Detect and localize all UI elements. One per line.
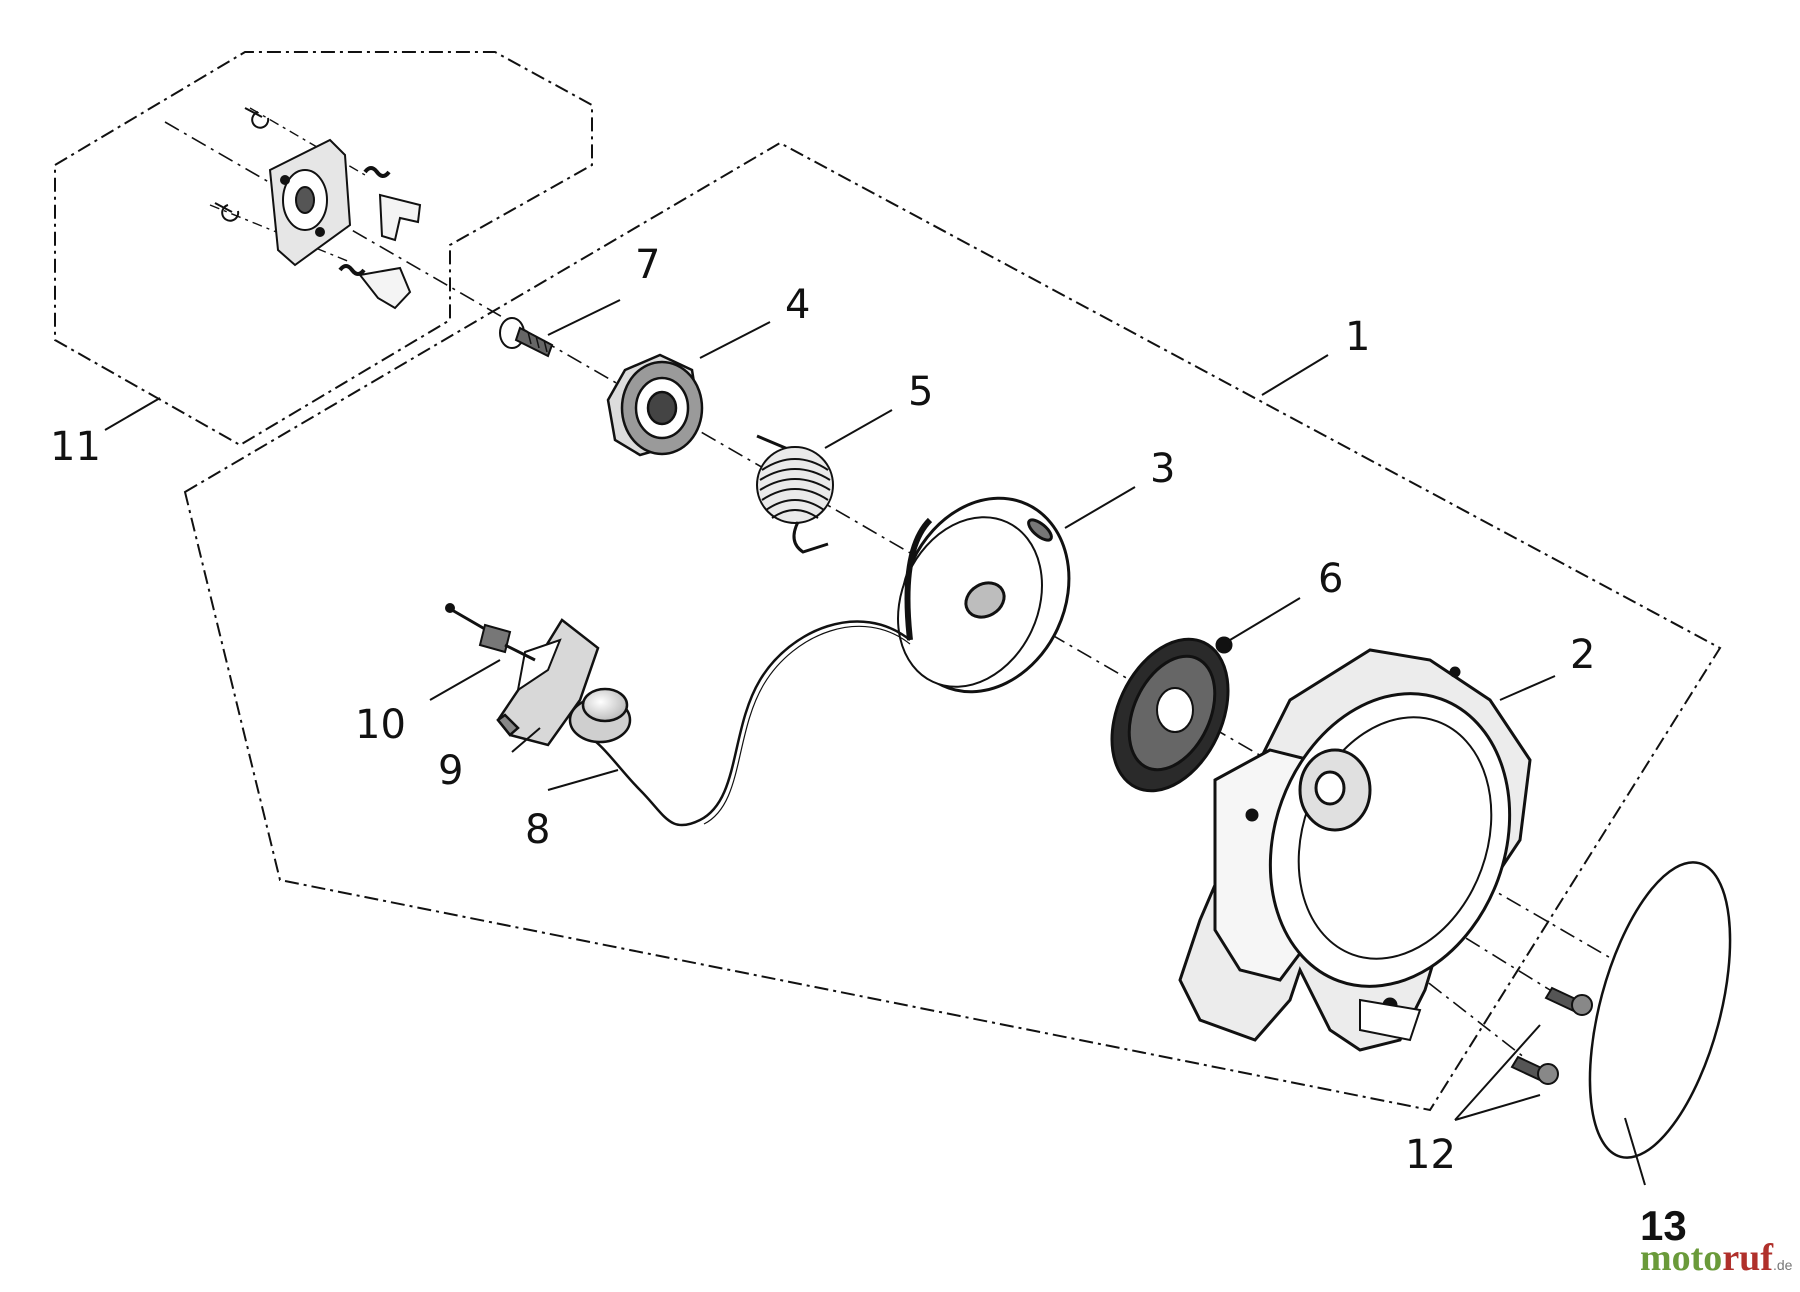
callout-8: 8 <box>525 807 550 853</box>
callout-11: 11 <box>50 424 101 470</box>
callout-6: 6 <box>1318 556 1343 602</box>
part-4-ratchet-hub <box>606 353 704 457</box>
callout-1: 1 <box>1345 314 1370 360</box>
part-3-pulley <box>897 496 1071 694</box>
motoruf-watermark-logo: motoruf.de <box>1640 1236 1792 1280</box>
callout-2: 2 <box>1570 632 1595 678</box>
kit-11-boundary <box>54 51 593 447</box>
callout-13: 13 <box>1640 1202 1687 1249</box>
screw-axis-upper <box>1254 807 1551 991</box>
part-10-pin <box>445 603 536 662</box>
callout-4: 4 <box>785 282 810 328</box>
part-13-decal <box>1588 861 1732 1159</box>
leader-lines <box>104 299 1646 1186</box>
callout-12: 12 <box>1405 1132 1456 1178</box>
part-5-spring <box>756 434 834 554</box>
callout-3: 3 <box>1150 446 1175 492</box>
callout-7: 7 <box>635 242 660 288</box>
part-7-screw <box>499 317 554 358</box>
callout-labels: 1 2 3 4 5 6 7 8 9 10 11 12 13 <box>50 242 1687 1249</box>
part-8-grommet <box>568 687 632 744</box>
watermark-tld: .de <box>1772 1257 1793 1273</box>
watermark-part-a: moto <box>1640 1237 1723 1279</box>
callout-9: 9 <box>438 748 463 794</box>
assembly-1-boundary <box>183 141 1722 1112</box>
part-6-spring-cover <box>1110 636 1233 793</box>
part-8-rope <box>584 620 911 827</box>
part-11-pawl-kit <box>214 107 422 310</box>
watermark-part-b: ruf <box>1722 1237 1773 1279</box>
part-2-housing <box>1178 648 1532 1052</box>
callout-10: 10 <box>355 702 406 748</box>
callout-5: 5 <box>908 369 933 415</box>
part-9-handle <box>496 618 600 747</box>
part-12-screws <box>1510 986 1593 1085</box>
